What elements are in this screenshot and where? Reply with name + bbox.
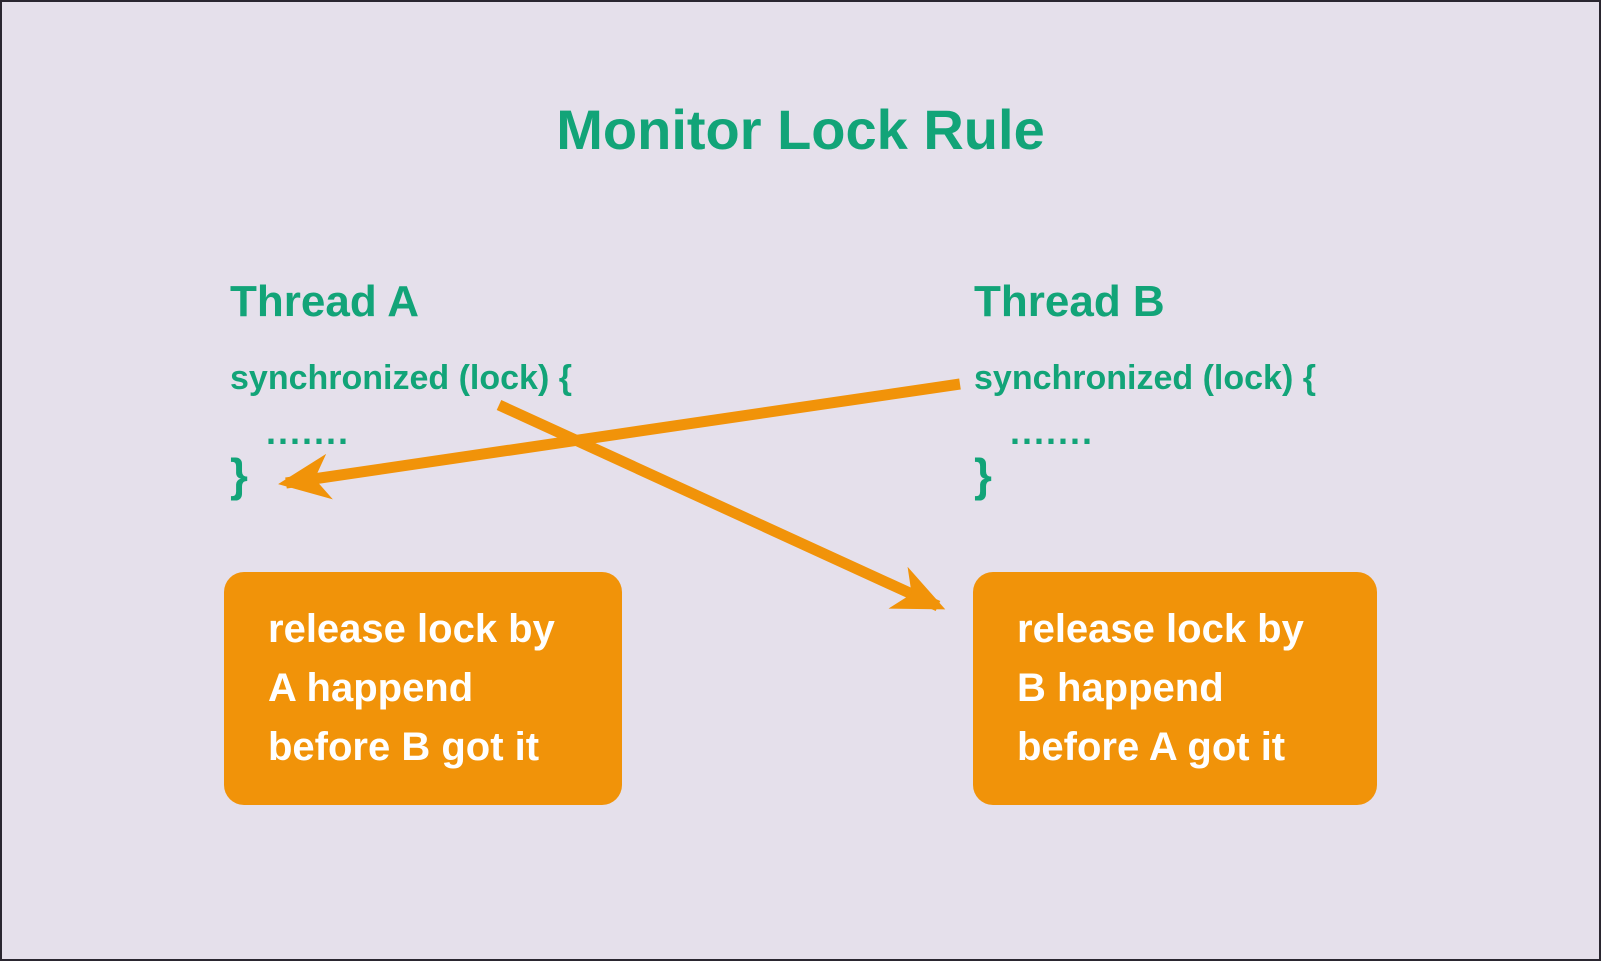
note-line: release lock by [1017, 607, 1304, 651]
arrow-b-sync-to-a-close [278, 378, 961, 500]
note-line: release lock by [268, 607, 555, 651]
note-line: A happend [268, 666, 474, 710]
thread-b-code-open: synchronized (lock) { [974, 359, 1316, 397]
note-release-by-a: release lock by A happend before B got i… [224, 572, 622, 805]
thread-b-code-body: ....... [1010, 411, 1095, 452]
thread-a-code-open: synchronized (lock) { [230, 359, 572, 397]
note-release-by-b: release lock by B happend before A got i… [973, 572, 1377, 805]
thread-b-code-close: } [974, 449, 992, 501]
thread-b-heading: Thread B [974, 277, 1165, 326]
diagram-title: Monitor Lock Rule [556, 98, 1045, 161]
thread-a-code-body: ....... [266, 411, 351, 452]
note-line: B happend [1017, 666, 1224, 710]
note-line: before A got it [1017, 725, 1286, 769]
thread-a-heading: Thread A [230, 277, 420, 326]
note-line: before B got it [268, 725, 540, 769]
thread-a-code-close: } [230, 449, 248, 501]
